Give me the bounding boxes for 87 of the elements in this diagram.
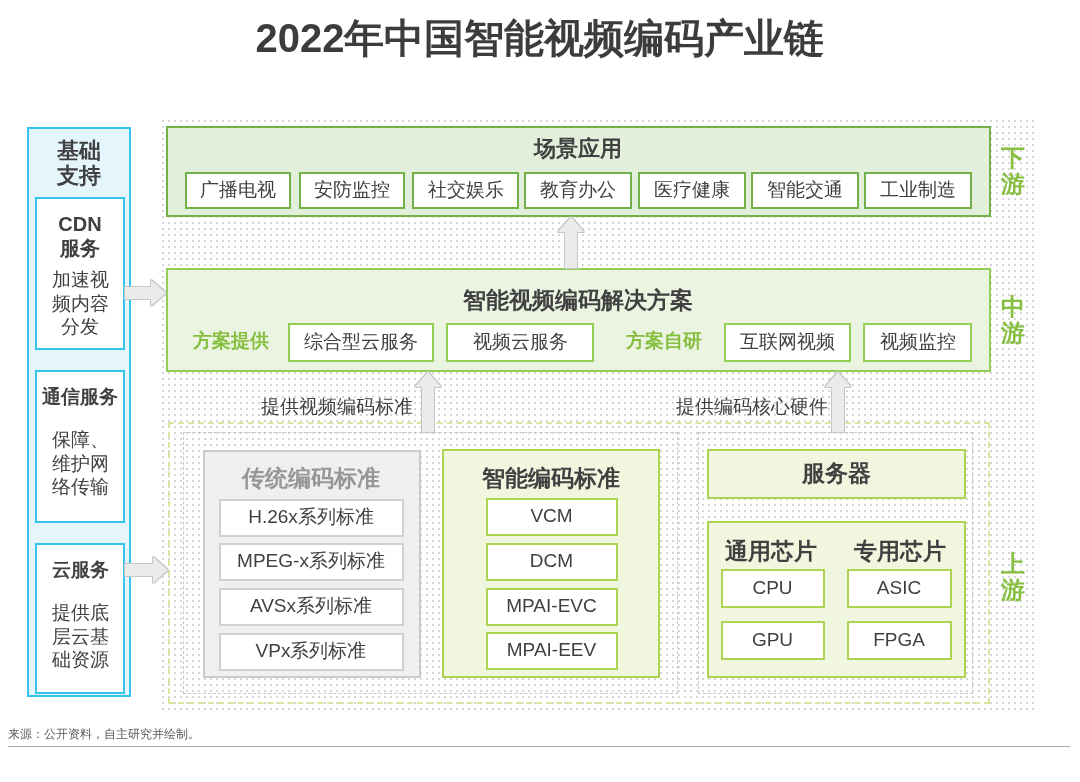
card-heading: 云服务	[50, 559, 110, 582]
solution-box	[863, 323, 972, 362]
dashed-frame	[168, 422, 990, 704]
item-label: 工业制造	[880, 179, 956, 202]
panel-heading: 场景应用	[532, 136, 623, 162]
source-note: 来源：公开资料，自主研究并绘制。	[8, 727, 200, 743]
item-label: CPU	[752, 576, 793, 600]
standard-box	[218, 542, 404, 581]
block-arrow	[825, 372, 851, 432]
panel-heading: 服务器	[801, 459, 871, 488]
item-label: MPEG-x系列标准	[237, 550, 385, 573]
edge-label: 提供编码核心硬件	[676, 395, 828, 419]
item-label: DCM	[529, 550, 574, 573]
standard-box	[485, 587, 618, 626]
block-arrow	[415, 372, 441, 432]
item-label: MPAI-EEV	[506, 639, 597, 662]
card-heading: CDN服务	[57, 212, 103, 260]
dashed-frame	[183, 432, 678, 694]
standards-panel	[202, 449, 421, 678]
item-label: MPAI-EVC	[506, 595, 597, 618]
description-text: 加速视频内容分发	[50, 268, 110, 339]
description-text: 保障、维护网络传输	[50, 428, 110, 499]
item-label: 社交娱乐	[427, 179, 504, 202]
item-label: FPGA	[873, 628, 925, 652]
item-label: ASIC	[876, 576, 922, 600]
group-label: 方案自研	[625, 330, 703, 353]
item-label: 视频云服务	[472, 331, 568, 354]
group-label: 专用芯片	[852, 537, 947, 566]
stage-label: 下游	[1001, 145, 1025, 198]
standard-box	[485, 631, 618, 670]
service-card	[35, 370, 125, 523]
dashed-frame	[698, 432, 973, 694]
item-label: 智能交通	[767, 179, 843, 202]
block-arrow	[125, 557, 168, 583]
panel-heading: 传统编码标准	[240, 464, 381, 493]
chip-box	[846, 620, 952, 660]
stage-panel	[166, 126, 991, 217]
solution-box	[724, 323, 851, 362]
hardware-panel	[706, 520, 966, 678]
item-label: VCM	[530, 505, 573, 528]
group-label: 通用芯片	[723, 537, 818, 566]
item-label: AVSx系列标准	[249, 595, 373, 618]
item-label: 互联网视频	[740, 331, 835, 354]
card-heading: 通信服务	[41, 386, 119, 409]
scenario-box	[299, 172, 405, 209]
standard-box	[218, 498, 404, 537]
scenario-box	[185, 172, 291, 209]
item-label: VPx系列标准	[255, 640, 367, 663]
chip-box	[720, 620, 825, 660]
item-label: 医疗健康	[654, 179, 730, 202]
solution-box	[446, 323, 594, 362]
service-card	[35, 197, 125, 350]
item-label: 综合型云服务	[304, 331, 418, 354]
panel-heading: 智能视频编码解决方案	[462, 287, 694, 315]
hardware-panel	[706, 448, 966, 499]
chip-box	[720, 568, 825, 608]
stage-label: 上游	[1001, 551, 1025, 604]
block-arrow	[125, 280, 166, 306]
chip-box	[846, 568, 952, 608]
scenario-box	[524, 172, 632, 209]
panel-heading: 基础支持	[56, 138, 102, 189]
panel-heading: 智能编码标准	[480, 464, 621, 493]
standards-panel	[441, 448, 660, 678]
block-arrow	[558, 217, 584, 268]
item-label: H.26x系列标准	[248, 506, 374, 529]
item-label: 安防监控	[314, 179, 390, 202]
solution-box	[288, 323, 434, 362]
category-panel	[27, 127, 131, 697]
service-card	[35, 543, 125, 694]
scenario-box	[412, 172, 519, 209]
scenario-box	[751, 172, 859, 209]
standard-box	[485, 542, 618, 581]
item-label: GPU	[751, 628, 794, 652]
item-label: 广播电视	[200, 179, 276, 202]
description-text: 提供底层云基础资源	[50, 601, 110, 672]
item-label: 教育办公	[540, 179, 616, 202]
edge-label: 提供视频编码标准	[261, 395, 413, 419]
stage-panel	[166, 268, 991, 372]
standard-box	[485, 497, 618, 536]
standard-box	[218, 632, 404, 671]
item-label: 视频监控	[879, 331, 956, 354]
scenario-box	[864, 172, 972, 209]
diagram-title: 2022年中国智能视频编码产业链	[254, 15, 826, 62]
group-label: 方案提供	[192, 330, 270, 353]
standard-box	[218, 587, 404, 626]
stage-label: 中游	[1001, 294, 1025, 347]
scenario-box	[638, 172, 746, 209]
